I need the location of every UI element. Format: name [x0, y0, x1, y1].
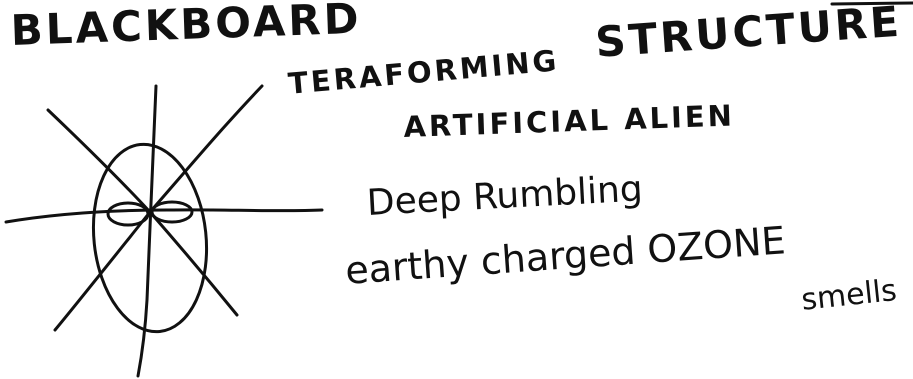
sketch-diagonal-line-b: [53, 84, 264, 332]
corner-mark: [830, 1, 913, 6]
note-title: BLACKBOARD: [9, 0, 363, 55]
sketch-vertical-line: [136, 84, 158, 378]
sketch-oval: [91, 142, 209, 334]
sketch-loop-left: [106, 201, 150, 227]
sketch-loop-right: [150, 200, 194, 224]
sketch-horizontal-line: [4, 208, 324, 224]
